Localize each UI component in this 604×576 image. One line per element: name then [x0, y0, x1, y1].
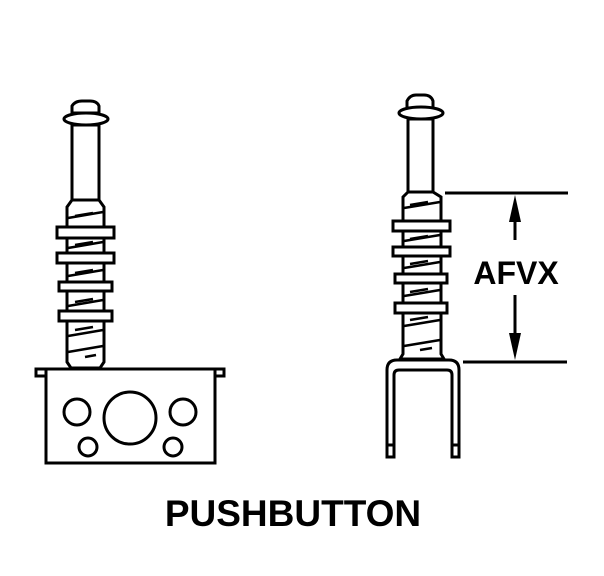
diagram-title: PUSHBUTTON: [165, 493, 421, 534]
thread-marks: [403, 200, 441, 352]
button-flange: [397, 105, 445, 121]
terminal-hole: [162, 436, 184, 458]
mounting-hole: [62, 397, 92, 427]
plunger-shaft: [406, 117, 435, 194]
dimension-label: AFVX: [473, 255, 559, 291]
center-hole: [102, 390, 158, 446]
button-cap: [405, 93, 435, 110]
pushbutton-right-view: [385, 93, 461, 459]
thread-marks: [67, 210, 104, 359]
washer: [391, 219, 452, 233]
washer: [393, 301, 449, 315]
button-cap: [70, 99, 101, 115]
terminal-hole: [77, 436, 99, 458]
fork-terminal: [385, 358, 461, 459]
dimension-indicator: AFVX: [445, 191, 568, 364]
washer: [55, 251, 116, 265]
washer: [57, 309, 114, 323]
mounting-hole: [168, 397, 198, 427]
washer: [391, 245, 452, 258]
arrowhead-up-icon: [509, 195, 521, 222]
pushbutton-left-view: [34, 99, 226, 465]
plunger-shaft: [70, 123, 101, 204]
arrowhead-down-icon: [509, 333, 521, 360]
button-flange: [62, 111, 110, 127]
washer: [57, 280, 114, 293]
washer: [55, 225, 116, 240]
washer: [393, 272, 449, 285]
